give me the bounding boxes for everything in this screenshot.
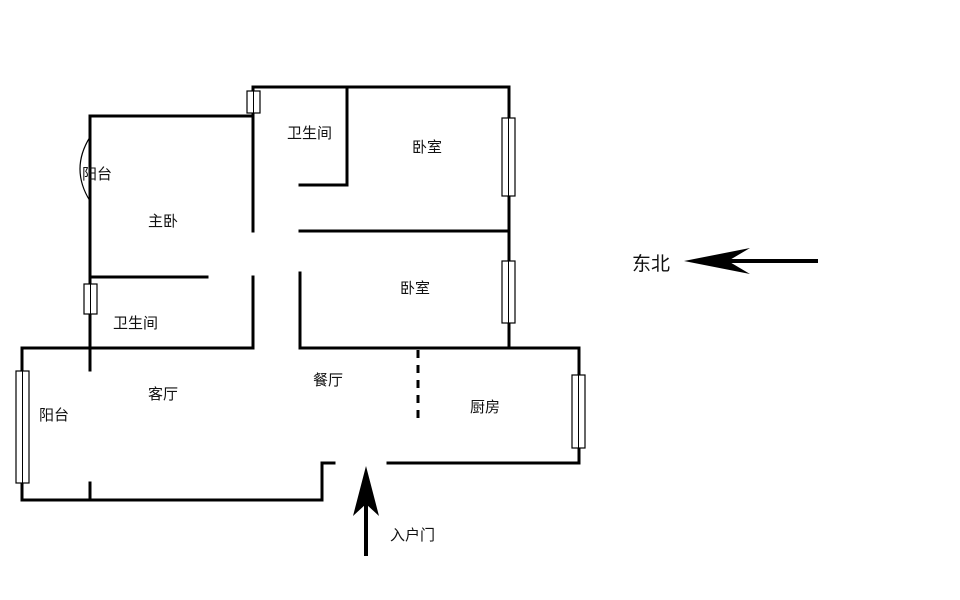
room-label-living-room: 客厅 — [148, 385, 178, 403]
window-balcony-left — [15, 370, 30, 484]
room-label-bathroom-top: 卫生间 — [287, 124, 332, 142]
room-label-bathroom-left: 卫生间 — [113, 314, 158, 332]
window-bathroom-top — [246, 90, 261, 114]
orientation-label: 东北 — [632, 253, 670, 275]
room-label-bedroom-top: 卧室 — [412, 138, 442, 156]
window-bathroom-left — [83, 283, 98, 315]
orientation-arrow-icon — [684, 248, 818, 274]
entrance-label: 入户门 — [390, 526, 435, 544]
entrance-arrow-icon — [353, 466, 379, 556]
walls — [20, 85, 581, 502]
window-kitchen — [571, 374, 586, 449]
room-label-master-bedroom: 主卧 — [148, 212, 178, 230]
window-bedroom-mid — [501, 260, 516, 324]
room-label-balcony-top: 阳台 — [82, 165, 112, 183]
room-label-dining-room: 餐厅 — [313, 371, 343, 389]
room-label-balcony-left: 阳台 — [39, 406, 69, 424]
balcony-arc — [79, 136, 91, 202]
room-label-bedroom-mid: 卧室 — [400, 279, 430, 297]
window-bedroom-top — [501, 117, 516, 197]
room-label-kitchen: 厨房 — [470, 398, 500, 416]
